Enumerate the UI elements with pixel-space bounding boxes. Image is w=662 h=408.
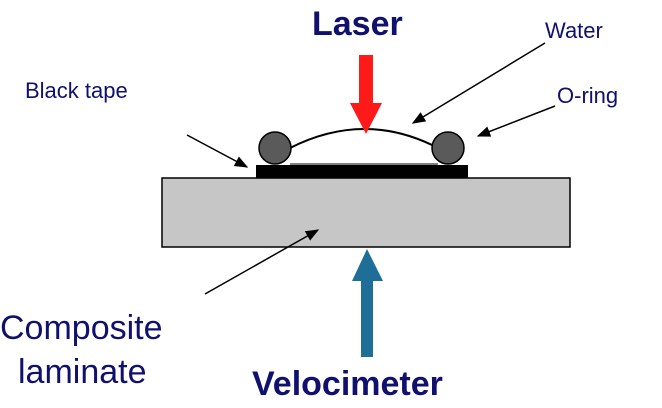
water-label: Water — [545, 18, 603, 43]
composite-label-line2: laminate — [18, 353, 147, 391]
o-ring-left — [258, 131, 292, 165]
velocimeter-label: Velocimeter — [252, 365, 443, 403]
velocimeter-arrow — [352, 249, 383, 357]
laser-arrow — [350, 55, 382, 134]
laser-label: Laser — [312, 5, 403, 43]
composite-laminate-label: Composite laminate — [0, 306, 163, 394]
black-tape-label: Black tape — [25, 78, 128, 103]
o-ring-label: O-ring — [557, 83, 619, 108]
composite-laminate — [161, 177, 571, 248]
o-ring-right — [431, 131, 465, 165]
composite-label-line1: Composite — [0, 309, 163, 347]
pointer-o-ring — [476, 105, 556, 137]
water-meniscus — [289, 128, 439, 149]
pointer-black-tape — [186, 134, 249, 168]
black-tape — [256, 165, 468, 178]
pointer-composite — [204, 229, 320, 295]
pointer-water — [411, 42, 546, 124]
